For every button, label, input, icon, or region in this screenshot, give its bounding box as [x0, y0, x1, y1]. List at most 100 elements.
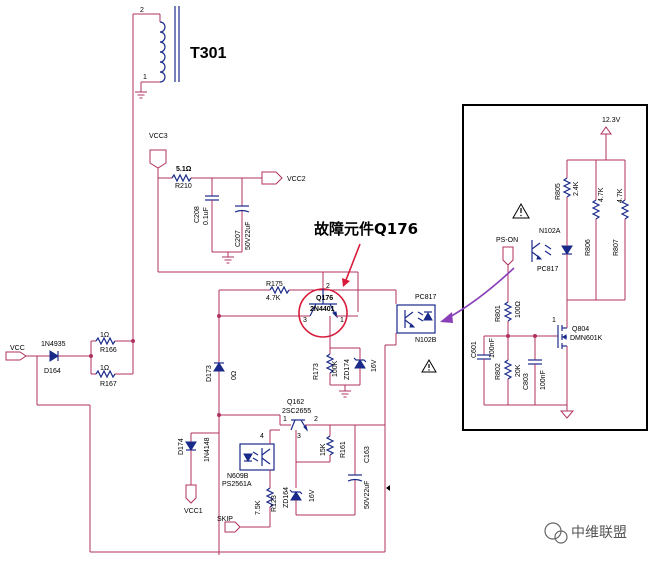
d173-ref: D173 — [206, 365, 213, 382]
r807-ref: R807 — [613, 239, 620, 256]
resistor-r173 — [325, 353, 335, 374]
q162-pin-1: 1 — [283, 416, 287, 423]
transformer-t301: 2 1 T301 — [140, 6, 227, 83]
v123-label: 12.3V — [602, 117, 621, 124]
diode-d173 — [213, 362, 225, 372]
resistor-r807 — [620, 199, 630, 220]
warning-icon — [421, 359, 437, 373]
r161-value: 15K — [320, 443, 327, 456]
annotation-arrowhead — [342, 278, 350, 287]
r167-value: 1Ω — [100, 365, 109, 372]
n609b-pin: 4 — [260, 433, 264, 440]
q162-ref: Q162 — [287, 399, 304, 406]
optocoupler-n609b — [239, 443, 275, 471]
c163-value: 50V22uF — [364, 481, 371, 509]
r801-ref: R801 — [495, 305, 502, 322]
resistor-r166 — [95, 336, 116, 346]
q162-pin-3: 3 — [297, 433, 301, 440]
vcc-port — [5, 351, 27, 361]
optocoupler-n102a — [531, 240, 573, 262]
r161-ref: R161 — [340, 441, 347, 458]
zd164-ref: ZD164 — [283, 487, 290, 508]
resistor-r161 — [325, 435, 335, 456]
r806-value: 4.7K — [598, 187, 605, 202]
n102a-ref: N102A — [539, 228, 561, 235]
r123-ref: R123 — [271, 495, 278, 512]
t301-label: T301 — [190, 45, 227, 62]
warning-icon — [512, 202, 530, 219]
r123-value: 7.5K — [255, 500, 262, 515]
q804-ref: Q804 — [572, 326, 589, 333]
annotation-arrow — [345, 243, 361, 281]
watermark-text: 中维联盟 — [571, 525, 627, 541]
q804-pin: 1 — [552, 317, 556, 324]
diode-d164 — [49, 350, 59, 362]
pointer-arrowhead — [440, 312, 453, 323]
resistor-r806 — [591, 199, 601, 220]
optocoupler-pc817-n102b — [396, 304, 436, 334]
r801-value: 100Ω — [515, 301, 522, 318]
zener-zd164 — [289, 489, 303, 501]
n102a-part: PC817 — [537, 266, 559, 273]
c163-ref: C163 — [364, 446, 371, 463]
capacitor-c803 — [528, 359, 542, 365]
vcc1-label: VCC1 — [184, 508, 203, 515]
fault-annotation: 故障元件Q176 — [314, 220, 418, 238]
skip-port — [224, 521, 241, 533]
q176-ref: Q176 — [316, 295, 333, 302]
ground-symbol-zd174 — [339, 390, 351, 398]
q162-pin-2: 2 — [314, 416, 318, 423]
zd174-ref: ZD174 — [344, 359, 351, 380]
r175-value: 4.7K — [266, 295, 281, 302]
vcc3-port: VCC3 — [149, 133, 168, 169]
c207-value: 50V22uF — [245, 222, 252, 250]
r167-ref: R167 — [100, 381, 117, 388]
watermark-logo — [544, 522, 568, 544]
ground-symbol-c207 — [222, 256, 234, 264]
r210-value: 5.1Ω — [176, 166, 192, 173]
q176-pin-2: 2 — [326, 283, 330, 290]
r805-value: 2.4K — [573, 181, 580, 196]
ground-symbol-t301 — [135, 91, 147, 99]
vcc2-label: VCC2 — [287, 176, 306, 183]
c207-ref: C207 — [235, 230, 242, 247]
r166-ref: R166 — [100, 347, 117, 354]
r807-value: 4.7K — [617, 188, 624, 203]
t301-pin-top: 2 — [140, 7, 144, 14]
vcc2-port — [261, 171, 283, 185]
r802-ref: R802 — [495, 363, 502, 380]
d164-part: 1N4935 — [41, 341, 66, 348]
diode-d174 — [185, 441, 197, 451]
junction-arrow-mark — [386, 485, 390, 491]
resistor-r175 — [269, 285, 290, 295]
q804-part: DMN601K — [570, 335, 603, 342]
capacitor-c208 — [205, 195, 219, 201]
vcc3-label: VCC3 — [149, 133, 168, 140]
ps-on-frame — [462, 104, 648, 431]
vcc-label: VCC — [10, 345, 25, 352]
resistor-r210 — [171, 173, 192, 183]
resistor-r802 — [503, 359, 513, 380]
pc817-main-sub: N102B — [415, 337, 437, 344]
c803-value: 100nF — [540, 370, 547, 390]
r173-ref: R173 — [313, 363, 320, 380]
pc817-main-ref: PC817 — [415, 294, 437, 301]
n609b-ref: N609B — [227, 473, 249, 480]
r173-value: 100K — [332, 360, 339, 377]
capacitor-c163 — [347, 474, 363, 482]
mosfet-q804 — [557, 325, 567, 349]
transistor-q162 — [290, 419, 308, 432]
c601-ref: C601 — [471, 341, 478, 358]
c208-value: 0.1uF — [203, 207, 210, 225]
zd164-value: 16V — [309, 489, 316, 502]
c601-value: 100nF — [489, 338, 496, 358]
zd174-value: 16V — [371, 359, 378, 372]
d174-part: 1N4148 — [204, 437, 211, 462]
vcc1-port — [185, 484, 197, 504]
r175-ref: R175 — [266, 281, 283, 288]
ps-on-label: PS-ON — [496, 237, 518, 244]
r806-ref: R806 — [585, 239, 592, 256]
q176-pin-3: 3 — [303, 317, 307, 324]
pointer-arrow — [447, 267, 515, 319]
